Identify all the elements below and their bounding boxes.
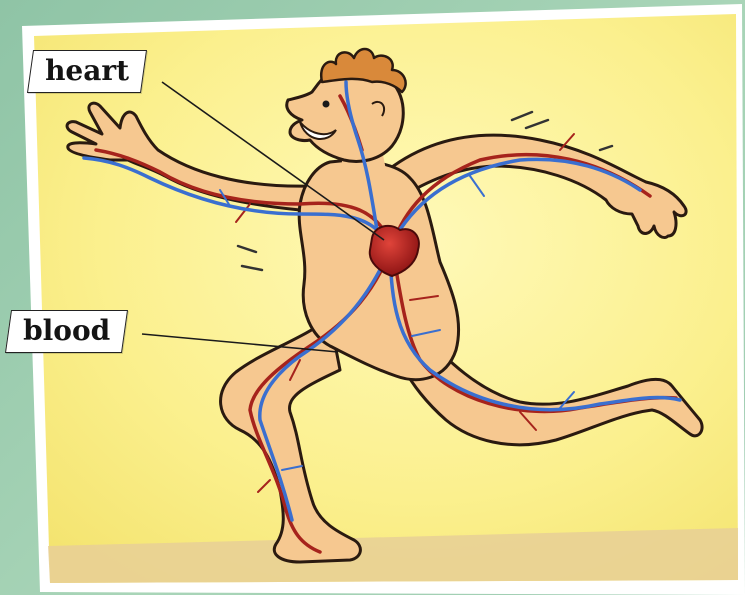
eye xyxy=(323,101,330,108)
blood-label-text: blood xyxy=(23,317,110,345)
blood-label: blood xyxy=(5,310,128,353)
heart-label-text: heart xyxy=(45,57,129,85)
heart-label: heart xyxy=(27,50,147,93)
